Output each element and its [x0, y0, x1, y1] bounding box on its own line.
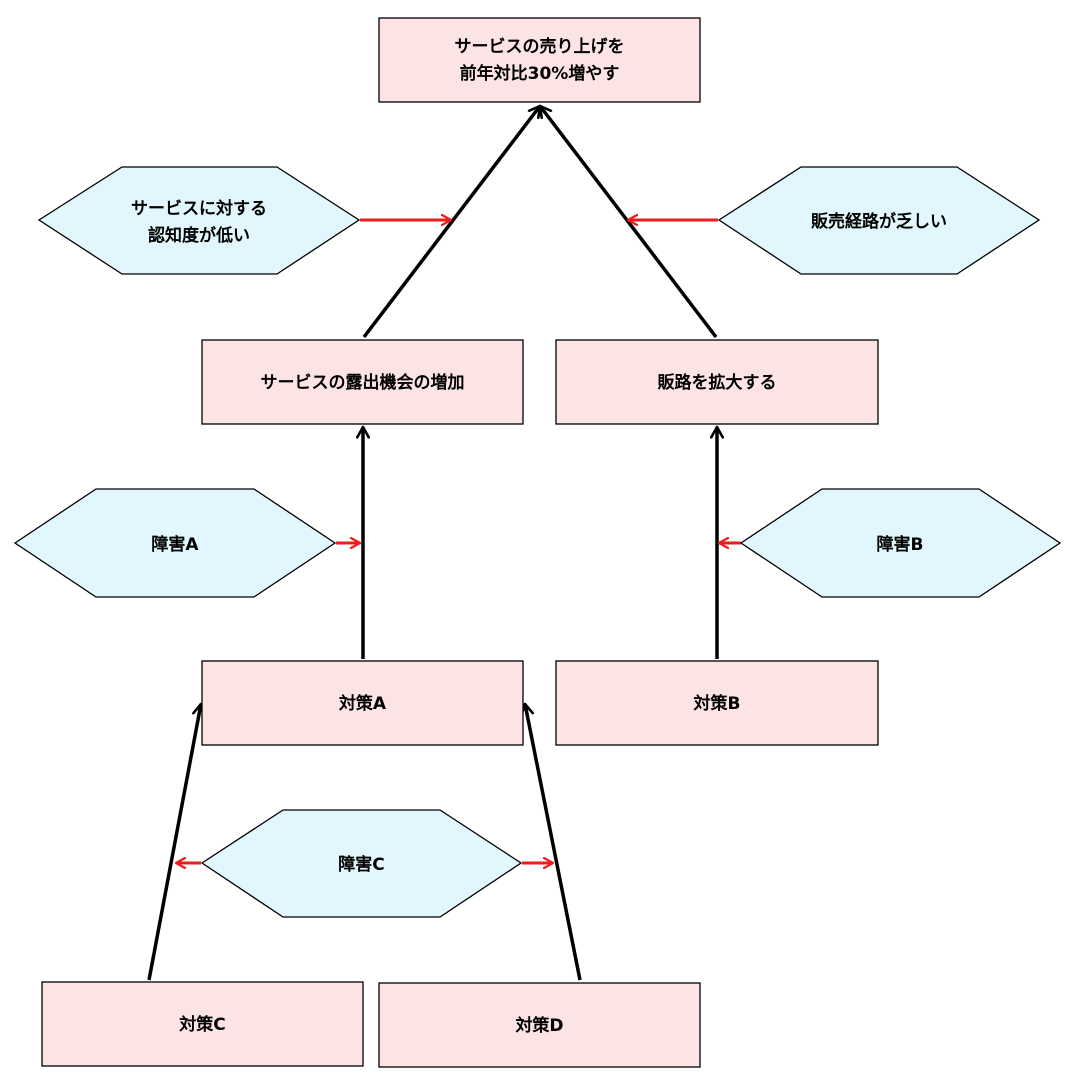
obstacle-awareness-node: サービスに対する 認知度が低い	[37, 166, 361, 275]
measure-b-label: 対策B	[693, 693, 741, 714]
measure-d-label: 対策D	[514, 1015, 563, 1036]
obstacle-awareness-label-line-2: 認知度が低い	[148, 225, 250, 246]
measure-a-label: 対策A	[338, 693, 387, 714]
obstacle-c-label: 障害C	[338, 854, 384, 875]
sub-goal-exposure-node: サービスの露出機会の増加	[201, 339, 524, 425]
measure-c-node: 対策C	[41, 981, 364, 1067]
obstacle-b-label: 障害B	[877, 534, 924, 555]
goal-label-line-1: サービスの売り上げを	[455, 36, 625, 57]
obstacle-awareness-label-line-1: サービスに対する	[131, 198, 267, 219]
arrow-measure-d-to-measure-a	[525, 704, 582, 981]
measure-c-label: 対策C	[178, 1014, 225, 1035]
obstacle-a-label: 障害A	[151, 534, 199, 555]
sub-goal-channel-label: 販路を拡大する	[658, 372, 777, 393]
obstacle-channel-label: 販売経路が乏しい	[811, 211, 947, 232]
obstacle-a-node: 障害A	[13, 488, 337, 598]
obstacle-c-node: 障害C	[200, 809, 523, 918]
measure-a-node: 対策A	[201, 660, 524, 746]
sub-goal-exposure-label: サービスの露出機会の増加	[261, 372, 465, 393]
measure-d-node: 対策D	[378, 982, 701, 1068]
goal-node: サービスの売り上げを 前年対比30%増やす	[378, 17, 701, 103]
arrow-measure-c-to-measure-a	[147, 704, 201, 981]
sub-goal-channel-node: 販路を拡大する	[555, 339, 879, 425]
measure-b-node: 対策B	[555, 660, 879, 746]
obstacle-channel-node: 販売経路が乏しい	[717, 166, 1041, 275]
obstacle-b-node: 障害B	[739, 488, 1062, 598]
goal-label-line-2: 前年対比30%増やす	[460, 63, 620, 84]
